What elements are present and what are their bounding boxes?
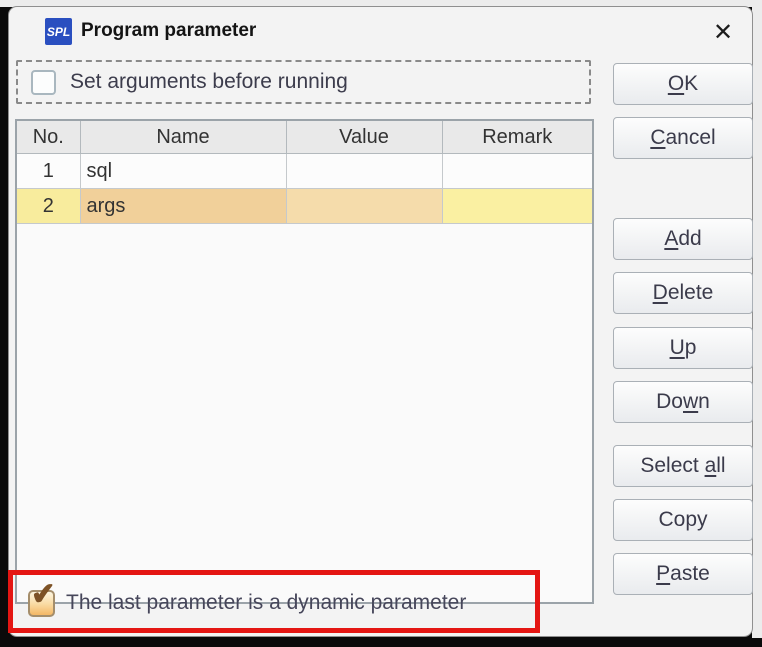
table-row[interactable]: 1 sql [15, 153, 594, 189]
dynamic-parameter-checkbox[interactable]: ✔ [28, 577, 57, 617]
dialog-title: Program parameter [81, 20, 257, 41]
titlebar[interactable]: SPL Program parameter ✕ [9, 7, 752, 57]
set-arguments-group: Set arguments before running [16, 60, 591, 104]
cell-no[interactable]: 1 [15, 153, 81, 189]
dynamic-parameter-row: ✔ The last parameter is a dynamic parame… [28, 577, 467, 621]
spl-app-icon: SPL [45, 18, 72, 45]
cell-value[interactable] [285, 153, 443, 189]
select-all-button[interactable]: Select all [613, 445, 753, 487]
up-button[interactable]: Up [613, 327, 753, 369]
dynamic-parameter-label: The last parameter is a dynamic paramete… [66, 591, 467, 614]
down-button[interactable]: Down [613, 381, 753, 423]
copy-button[interactable]: Copy [613, 499, 753, 541]
table-row-selected[interactable]: 2 args [15, 188, 594, 224]
col-header-name[interactable]: Name [79, 119, 287, 154]
background-right-strip [752, 0, 762, 638]
add-button[interactable]: Add [613, 218, 753, 260]
delete-button[interactable]: Delete [613, 272, 753, 314]
cell-name[interactable]: args [79, 188, 287, 224]
ok-button[interactable]: OK [613, 63, 753, 105]
cell-remark[interactable] [441, 188, 594, 224]
program-parameter-dialog: SPL Program parameter ✕ Set arguments be… [8, 6, 753, 637]
parameter-table[interactable]: No. Name Value Remark 1 sql 2 args [15, 119, 594, 604]
table-empty-area [16, 223, 593, 603]
cell-remark[interactable] [441, 153, 594, 189]
set-arguments-label: Set arguments before running [70, 70, 348, 93]
background-top-strip [0, 0, 762, 7]
cancel-button[interactable]: Cancel [613, 117, 753, 159]
col-header-value[interactable]: Value [285, 119, 443, 154]
cell-value[interactable] [285, 188, 443, 224]
table-header-row: No. Name Value Remark [15, 119, 594, 154]
col-header-remark[interactable]: Remark [441, 119, 594, 154]
close-icon[interactable]: ✕ [712, 18, 734, 46]
col-header-no[interactable]: No. [15, 119, 81, 154]
paste-button[interactable]: Paste [613, 553, 753, 595]
cell-no[interactable]: 2 [15, 188, 81, 224]
set-arguments-checkbox[interactable] [31, 69, 56, 95]
checkmark-icon: ✔ [29, 576, 58, 612]
cell-name[interactable]: sql [79, 153, 287, 189]
